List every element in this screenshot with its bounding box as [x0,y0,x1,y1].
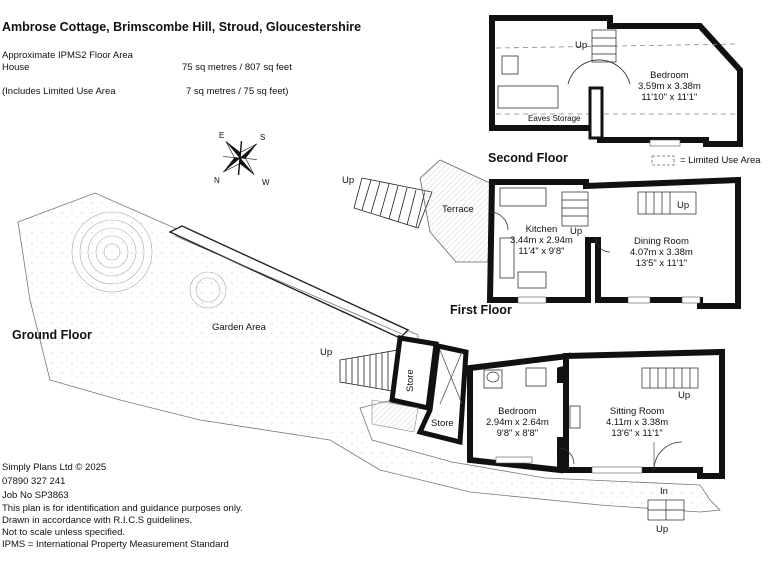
store-vertical-label: Store [405,369,416,392]
ground-floor-plan [371,335,725,521]
limited-use-legend-text: = Limited Use Area [680,155,761,166]
compass-w-label: W [262,178,270,187]
sitting-room-name: Sitting Room [609,406,665,417]
sitting-room-imperial: 13'6" x 11'1" [611,428,663,439]
garden-steps [339,349,399,393]
second-floor-plan [489,15,743,147]
area-limited-label: (Includes Limited Use Area [2,86,116,97]
raised-bed-wall [168,225,410,339]
garden-area-label: Garden Area [212,322,266,333]
first-floor-label: First Floor [450,303,512,317]
garden-steps-up-label: Up [320,347,333,358]
kitchen-label: Kitchen 3.44m x 2.94m 11'4" x 9'8" [510,224,573,257]
second-bedroom-label: Bedroom 3.59m x 3.38m 11'10" x 11'1" [638,70,701,103]
area-house-label: House [2,62,30,73]
kitchen-name: Kitchen [525,224,558,235]
ground-stairs-up-label: Up [678,390,691,401]
second-floor-label: Second Floor [488,151,568,165]
footer-scale: Not to scale unless specified. [2,527,126,538]
sitting-room-label: Sitting Room 4.11m x 3.38m 13'6" x 11'1" [606,406,668,439]
ground-bedroom-metric: 2.94m x 2.64m [486,417,549,428]
compass-rose [222,140,258,176]
external-steps-up-label: Up [342,175,355,186]
ground-bedroom-label: Bedroom 2.94m x 2.64m 9'8" x 8'8" [486,406,549,439]
ground-floor-label: Ground Floor [12,328,92,342]
compass-e-label: E [219,131,225,140]
limited-use-legend-swatch [651,155,675,166]
footer-disclaimer: This plan is for identification and guid… [2,503,243,514]
dining-bench-up-label: Up [677,200,690,211]
area-limited-value: 7 sq metres / 75 sq feet) [186,86,289,97]
second-bedroom-imperial: 11'10" x 11'1" [641,92,698,103]
dining-room-imperial: 13'5" x 11'1" [635,258,688,269]
footer-job-no: Job No SP3863 [2,490,69,501]
kitchen-imperial: 11'4" x 9'8" [518,246,565,257]
sitting-room-metric: 4.11m x 3.38m [606,417,669,428]
footer-rics: Drawn in accordance with R.I.C.S guideli… [2,515,193,526]
dining-room-metric: 4.07m x 3.38m [630,247,693,258]
second-bedroom-name: Bedroom [650,70,689,81]
compass-s-label: S [260,133,266,142]
footer-ipms: IPMS = International Property Measuremen… [2,539,229,550]
area-heading: Approximate IPMS2 Floor Area [2,50,133,61]
page-title: Ambrose Cottage, Brimscombe Hill, Stroud… [2,20,362,34]
small-patio [189,271,227,309]
entrance-steps-up-label: Up [656,524,669,535]
second-floor-up-label: Up [575,40,588,51]
second-bedroom-metric: 3.59m x 3.38m [638,81,701,92]
kitchen-metric: 3.44m x 2.94m [510,235,573,246]
area-house-value: 75 sq metres / 807 sq feet [182,62,292,73]
first-floor-plan [353,159,741,309]
first-floor-stairs-up-label: Up [570,226,583,237]
store-label: Store [431,418,454,429]
footer-phone: 07890 327 241 [2,476,66,487]
footer-company: Simply Plans Ltd © 2025 [2,462,107,473]
eaves-storage-label: Eaves Storage [528,114,581,123]
garden-area [17,192,721,513]
ground-bedroom-name: Bedroom [498,406,537,417]
compass-n-label: N [214,176,220,185]
ground-bedroom-imperial: 9'8" x 8'8" [496,428,539,439]
dining-room-name: Dining Room [633,236,689,247]
entrance-in-label: In [660,486,668,497]
dining-room-label: Dining Room 4.07m x 3.38m 13'5" x 11'1" [630,236,693,269]
terrace-label: Terrace [442,204,474,215]
circular-patio [71,211,153,293]
